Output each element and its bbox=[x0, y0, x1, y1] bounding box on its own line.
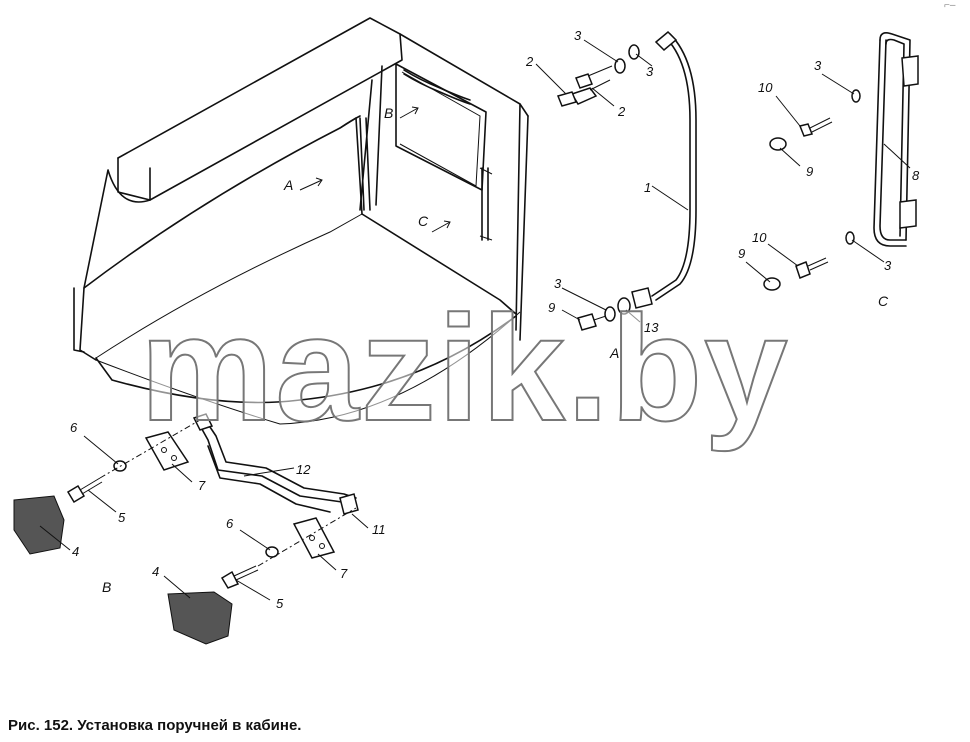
view-a-assembly bbox=[535, 30, 697, 331]
view-arrow-c bbox=[431, 220, 451, 233]
view-title-a: A bbox=[609, 345, 619, 361]
callout-5-left: 5 bbox=[118, 510, 126, 525]
cabin-arrow-label-a: A bbox=[283, 177, 293, 193]
callout-4-right: 4 bbox=[152, 564, 159, 579]
callout-5-right: 5 bbox=[276, 596, 284, 611]
view-c-assembly bbox=[745, 32, 919, 291]
cabin-arrow-label-c: C bbox=[418, 213, 429, 229]
callout-9-c-upper: 9 bbox=[806, 164, 813, 179]
callout-2-lower: 2 bbox=[617, 104, 626, 119]
view-title-b: B bbox=[102, 579, 111, 595]
view-labels: A B C A C B bbox=[102, 105, 889, 595]
view-arrow-b bbox=[399, 106, 419, 119]
view-title-c: C bbox=[878, 293, 889, 309]
corner-mark: ⌐– bbox=[944, 0, 956, 11]
callout-6-left: 6 bbox=[70, 420, 78, 435]
watermark-text: mazik.by bbox=[140, 284, 790, 452]
callout-8: 8 bbox=[912, 168, 920, 183]
callout-labels: 1 2 2 3 3 3 3 3 4 4 5 5 6 6 7 7 8 9 9 9 … bbox=[70, 28, 920, 611]
callout-3-c-upper: 3 bbox=[814, 58, 822, 73]
callout-2-upper: 2 bbox=[525, 54, 534, 69]
figure-caption: Рис. 152. Установка поручней в кабине. bbox=[8, 717, 302, 734]
callout-10-upper: 10 bbox=[758, 80, 773, 95]
callout-1: 1 bbox=[644, 180, 651, 195]
cabin-illustration bbox=[73, 17, 529, 425]
callout-4-left: 4 bbox=[72, 544, 79, 559]
callout-12: 12 bbox=[296, 462, 311, 477]
view-arrow-a bbox=[299, 177, 323, 191]
callout-13: 13 bbox=[644, 320, 659, 335]
cabin-arrow-label-b: B bbox=[384, 105, 393, 121]
callout-9-a: 9 bbox=[548, 300, 555, 315]
callout-7-right: 7 bbox=[340, 566, 348, 581]
callout-3-a-right: 3 bbox=[646, 64, 654, 79]
view-b-assembly bbox=[13, 413, 369, 645]
callout-9-c-lower: 9 bbox=[738, 246, 745, 261]
callout-7-left: 7 bbox=[198, 478, 206, 493]
callout-6-right: 6 bbox=[226, 516, 234, 531]
callout-3-a-lower: 3 bbox=[554, 276, 562, 291]
callout-3-c-lower: 3 bbox=[884, 258, 892, 273]
callout-11: 11 bbox=[372, 522, 386, 537]
callout-3-a-upper: 3 bbox=[574, 28, 582, 43]
callout-10-lower: 10 bbox=[752, 230, 767, 245]
